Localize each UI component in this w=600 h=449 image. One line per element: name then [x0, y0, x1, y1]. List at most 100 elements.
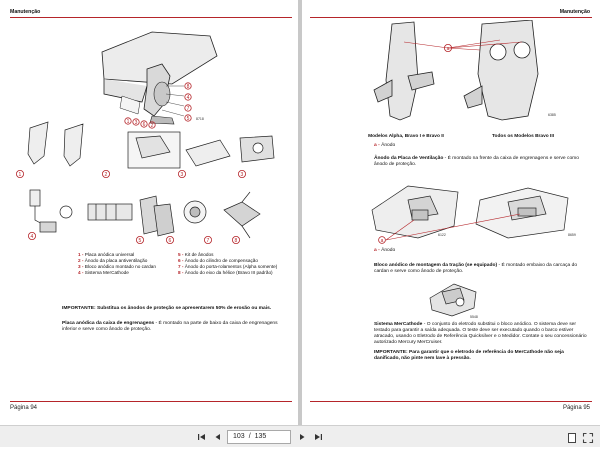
callout-number: 2: [151, 123, 154, 129]
paragraph-text: - É montado na frente da caixa de engren…: [374, 156, 579, 167]
figure-code: 5548: [470, 315, 478, 319]
callout-number: 7: [207, 238, 210, 244]
legend-letter: a -: [374, 143, 380, 148]
body-paragraph: Sistema MerCathode - O conjunto do eletr…: [374, 322, 588, 346]
important-note: IMPORTANTE: Substitua os ânodos de prote…: [62, 306, 272, 311]
legend-number: 7 -: [178, 264, 184, 269]
next-page-button[interactable]: [296, 431, 308, 443]
legend-number: 8 -: [178, 270, 184, 275]
legend-letter: a -: [374, 248, 380, 253]
legend-item: 5 - Kit de ânodos: [178, 252, 278, 258]
legend-number: 5 -: [178, 252, 184, 257]
callout-number: 7: [187, 106, 190, 112]
caption-bravo-iii: Todos os Modelos Bravo III: [491, 134, 554, 139]
callout-number: 8: [235, 238, 238, 244]
callout-number: 1: [19, 172, 22, 178]
page-separator: /: [248, 433, 251, 440]
legend-text: Ânodo da placa antiventilação: [84, 258, 148, 263]
legend-text: Ânodo: [381, 248, 396, 253]
legend-item: a - Ânodo: [374, 248, 395, 254]
header-rule: [310, 17, 592, 19]
callout-number: 5: [139, 238, 142, 244]
legend-text: Ânodo: [381, 143, 396, 148]
legend-text: Bloco anódico montado no cardan: [84, 264, 156, 269]
next-page-icon: [300, 434, 305, 440]
legend-item: 8 - Ânodo do eixo da hélice (Bravo III p…: [178, 270, 278, 276]
legend-text: Ânodo do porta-rolamentos (Alpha somente…: [184, 264, 278, 269]
legend-item: 7 - Ânodo do porta-rolamentos (Alpha som…: [178, 264, 278, 270]
fullscreen-button[interactable]: [582, 431, 594, 444]
first-page-button[interactable]: [196, 431, 208, 443]
fullscreen-icon: [582, 432, 594, 444]
callout-letter: a: [447, 46, 450, 52]
page-footer: Página 94: [10, 405, 38, 411]
paragraph-label: Placa anódica da caixa de engrenagens: [62, 321, 155, 326]
legend-number: 2 -: [78, 258, 84, 263]
legend-number: 3 -: [78, 264, 84, 269]
current-page[interactable]: 103: [233, 433, 245, 440]
figure-code: 8718: [196, 117, 204, 121]
paragraph-label: Ânodo da Placa de Ventilação: [374, 156, 444, 161]
legend-number: 6 -: [178, 258, 184, 263]
legend-item: 6 - Ânodo do cilindro de compensação: [178, 258, 278, 264]
callout-number: 3: [181, 172, 184, 178]
page-header: Manutenção: [559, 9, 590, 15]
paragraph-text: - É montado na parte de baixo da caixa d…: [62, 321, 278, 332]
legend-left: 1 - Placa anódica universal 2 - Ânodo da…: [78, 252, 170, 276]
legend-item: 1 - Placa anódica universal: [78, 252, 170, 258]
callout-number: 3: [241, 172, 244, 178]
callout-number: 5: [187, 116, 190, 122]
viewer-toolbar: 103/135: [0, 425, 600, 447]
first-page-icon: [198, 434, 205, 440]
anode-parts-row-1: 1 2 3 3: [16, 121, 275, 179]
caption-alpha-bravo: Modelos Alpha, Bravo I e Bravo II: [368, 134, 444, 139]
body-paragraph: Bloco anódico de montagem da tração (se …: [374, 263, 588, 275]
figure-code: 6385: [548, 113, 556, 117]
footer-rule: [310, 401, 592, 402]
gearcase-anode-illustration: a 6385: [373, 20, 556, 121]
legend-text: Kit de ânodos: [184, 252, 214, 257]
callout-number: 3: [135, 120, 138, 126]
last-page-icon: [315, 434, 322, 440]
body-paragraph: Ânodo da Placa de Ventilação - É montado…: [374, 156, 584, 168]
single-page-view-button[interactable]: [566, 431, 578, 443]
header-rule: [10, 17, 292, 19]
legend-number: 1 -: [78, 252, 84, 257]
callout-number: 8: [187, 84, 190, 90]
paragraph-label: Bloco anódico de montagem da tração (se …: [374, 263, 498, 268]
anode-parts-row-2: 4 5 6 7 8: [27, 189, 261, 245]
paragraph-label: Sistema MerCathode: [374, 322, 423, 327]
total-pages: 135: [254, 433, 267, 440]
legend-right: 5 - Kit de ânodos 6 - Ânodo do cilindro …: [178, 252, 278, 276]
page-header: Manutenção: [10, 9, 41, 15]
page-95: Manutenção a 6385 Modelos Alpha, Bravo I…: [302, 0, 600, 425]
callout-number: 6: [143, 122, 146, 128]
previous-page-icon: [215, 434, 220, 440]
legend-text: Placa anódica universal: [84, 252, 135, 257]
legend-item: 3 - Bloco anódico montado no cardan: [78, 264, 170, 270]
single-page-icon: [568, 433, 576, 443]
footer-rule: [10, 401, 292, 402]
body-paragraph: Placa anódica da caixa de engrenagens - …: [62, 321, 288, 333]
drive-mounting-block-illustration: a 6122 8659: [371, 185, 576, 244]
paragraph-text: - É montado embaixo da carcaça do cardan…: [374, 263, 578, 274]
callout-number: 6: [169, 238, 172, 244]
mercathode-illustration: 5548: [429, 283, 478, 319]
legend-item: 4 - Sistema MerCathode: [78, 270, 170, 276]
callout-number: 4: [31, 234, 34, 240]
sterndrive-anodes-illustration: 8 4 7 5 3 6 2 1 8718: [101, 31, 218, 129]
callout-letter: a: [381, 238, 384, 244]
last-page-button[interactable]: [312, 431, 324, 443]
legend-text: Ânodo do eixo da hélice (Bravo III padrã…: [184, 270, 273, 275]
legend-number: 4 -: [78, 270, 84, 275]
previous-page-button[interactable]: [212, 431, 224, 443]
page-94: Manutenção 8 4 7 5 3 6 2 1 8718: [0, 0, 298, 425]
legend-text: Ânodo do cilindro de compensação: [184, 258, 259, 263]
page-gutter: [298, 0, 302, 425]
callout-number: 2: [105, 172, 108, 178]
page-number-field[interactable]: 103/135: [227, 430, 291, 444]
legend-text: Sistema MerCathode: [84, 270, 129, 275]
page-footer: Página 95: [562, 405, 590, 411]
figure-code: 6122: [438, 233, 446, 237]
legend-item: a - Ânodo: [374, 143, 395, 149]
